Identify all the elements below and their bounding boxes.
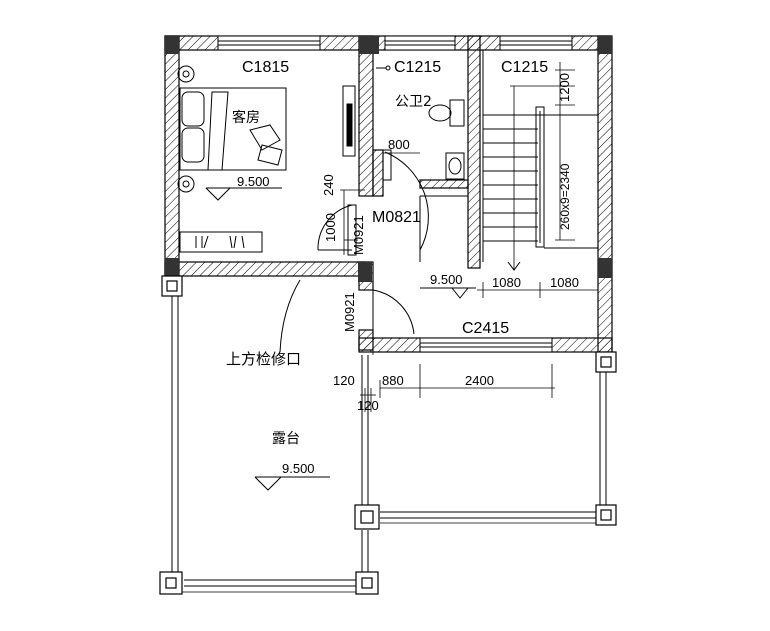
dim-1080-b: 1080 [550, 275, 579, 290]
dim-880: 880 [382, 373, 404, 388]
window-label-stair: C1215 [501, 59, 548, 76]
window-label-bedroom: C1815 [242, 59, 289, 76]
window-label-corridor: C2415 [462, 320, 509, 337]
wardrobe [179, 231, 263, 253]
terrace-railing [171, 292, 607, 593]
door-label-bedroom: M0921 [351, 215, 366, 255]
railing-posts [159, 275, 617, 595]
toilet-fixtures [376, 65, 465, 180]
window-openings [217, 35, 573, 353]
hatch-label: 上方检修口 [226, 350, 301, 368]
dim-120-a: 120 [333, 373, 355, 388]
doors [279, 149, 468, 353]
dim-120-b: 120 [357, 398, 379, 413]
room-label-bedroom: 客房 [232, 109, 260, 126]
elevation-terrace: 9.500 [282, 461, 315, 476]
door-label-lower: M0921 [342, 292, 357, 332]
elevation-bedroom: 9.500 [237, 174, 270, 189]
dim-240: 240 [321, 174, 336, 196]
dim-stair-run: 260x9=2340 [558, 163, 572, 230]
window-label-toilet: C1215 [394, 59, 441, 76]
dim-1200: 1200 [557, 73, 572, 102]
dim-800: 800 [388, 137, 410, 152]
tv-cabinet [342, 85, 356, 157]
dim-1080-a: 1080 [492, 275, 521, 290]
walls [164, 35, 613, 357]
structural-columns [165, 36, 612, 282]
door-label-main: M0821 [372, 209, 421, 226]
elevation-markers [205, 187, 521, 491]
bed [177, 65, 287, 193]
room-label-terrace: 露台 [272, 431, 300, 447]
stair [482, 50, 598, 262]
elevation-corridor: 9.500 [430, 272, 463, 287]
dim-2400: 2400 [465, 373, 494, 388]
room-label-toilet: 公卫2 [395, 94, 432, 110]
dim-1000: 1000 [323, 213, 338, 242]
dimension-lines [340, 62, 599, 412]
